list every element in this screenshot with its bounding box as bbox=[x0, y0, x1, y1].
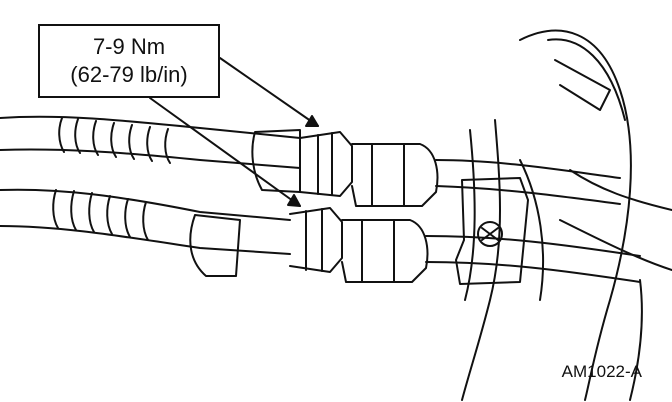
lower-line-assembly bbox=[0, 188, 641, 283]
figure-id-label: AM1022-A bbox=[561, 362, 642, 381]
torque-lbin-label: (62-79 lb/in) bbox=[70, 62, 188, 87]
arrowhead-upper-icon bbox=[305, 115, 319, 127]
torque-callout: 7-9 Nm (62-79 lb/in) bbox=[38, 24, 220, 98]
upper-line-assembly bbox=[0, 115, 621, 207]
torque-nm-label: 7-9 Nm bbox=[92, 34, 166, 59]
frame-structure bbox=[461, 29, 672, 401]
leader-line-lower bbox=[149, 97, 301, 207]
mounting-bracket bbox=[455, 177, 529, 285]
leader-line-upper bbox=[219, 57, 319, 127]
arrowhead-lower-icon bbox=[287, 194, 301, 207]
leader-lines bbox=[149, 57, 319, 207]
bracket-bolt-icon bbox=[477, 221, 503, 247]
